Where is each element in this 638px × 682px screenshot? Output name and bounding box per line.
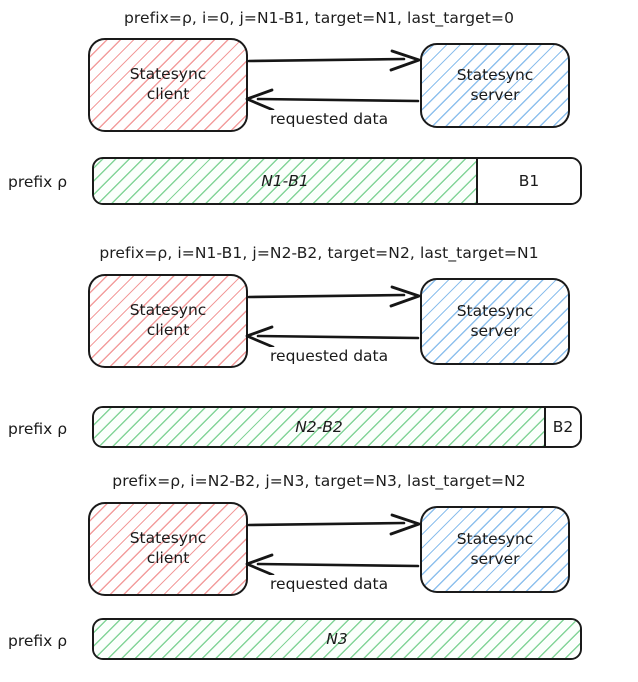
round-2-bar-segment-empty: B2 [545, 408, 580, 446]
round-2-server-node: Statesync server [420, 278, 570, 365]
round-3-bar-segment-filled-label: N3 [326, 630, 348, 648]
round-3-bar-segment-filled: N3 [94, 620, 580, 658]
round-3-params: prefix=ρ, i=N2-B2, j=N3, target=N3, last… [112, 472, 526, 490]
round-3-prefix-label: prefix ρ [8, 632, 68, 650]
round-2-params: prefix=ρ, i=N1-B1, j=N2-B2, target=N2, l… [99, 244, 539, 262]
server-label-line2: server [470, 321, 520, 340]
round-3-arrow-label: requested data [268, 575, 391, 593]
server-node-label: Statesync server [457, 66, 534, 106]
round-2-prefix-bar: N2-B2 B2 [92, 406, 582, 448]
round-1-prefix-bar: N1-B1 B1 [92, 157, 582, 205]
client-label-line2: client [146, 321, 190, 339]
client-label-line1: Statesync [129, 529, 207, 548]
round-1-bar-segment-filled: N1-B1 [94, 159, 478, 203]
client-node-label: Statesync client [130, 301, 207, 341]
round-1-params: prefix=ρ, i=0, j=N1-B1, target=N1, last_… [123, 9, 515, 27]
round-1-bar-segment-empty: B1 [477, 159, 580, 203]
round-1-prefix-label: prefix ρ [8, 173, 68, 191]
server-node-label: Statesync server [457, 302, 534, 342]
client-node-label: Statesync client [130, 65, 207, 105]
server-label-line1: Statesync [456, 529, 534, 548]
round-1-server-node: Statesync server [420, 43, 570, 128]
round-2-bar-segment-filled: N2-B2 [94, 408, 546, 446]
round-2-client-node: Statesync client [88, 274, 248, 368]
round-1-bar-segment-empty-label: B1 [518, 172, 540, 190]
round-2-bar-segment-filled-label: N2-B2 [295, 418, 343, 436]
server-label-line2: server [470, 85, 520, 104]
round-2-prefix-label: prefix ρ [8, 420, 68, 438]
round-2-bar-segment-empty-label: B2 [552, 418, 574, 436]
round-1-bar-segment-filled-label: N1-B1 [261, 172, 309, 190]
round-1-arrow-label: requested data [268, 110, 391, 128]
client-node-label: Statesync client [130, 529, 207, 569]
round-1-arrows [245, 49, 421, 112]
round-3: prefix=ρ, i=N2-B2, j=N3, target=N3, last… [0, 462, 638, 682]
round-2-arrow-label: requested data [268, 347, 391, 365]
round-3-arrows [245, 513, 421, 577]
round-1-client-node: Statesync client [88, 38, 248, 132]
client-label-line2: client [146, 549, 190, 567]
server-label-line1: Statesync [456, 301, 534, 320]
server-label-line2: server [470, 549, 520, 568]
round-2: prefix=ρ, i=N1-B1, j=N2-B2, target=N2, l… [0, 232, 638, 460]
round-2-arrows [245, 285, 421, 349]
round-3-prefix-bar: N3 [92, 618, 582, 660]
server-node-label: Statesync server [457, 530, 534, 570]
client-label-line1: Statesync [129, 65, 207, 84]
client-label-line2: client [146, 85, 190, 103]
round-3-server-node: Statesync server [420, 506, 570, 593]
server-label-line1: Statesync [456, 65, 534, 84]
round-3-client-node: Statesync client [88, 502, 248, 596]
client-label-line1: Statesync [129, 301, 207, 320]
round-1: prefix=ρ, i=0, j=N1-B1, target=N1, last_… [0, 0, 638, 230]
